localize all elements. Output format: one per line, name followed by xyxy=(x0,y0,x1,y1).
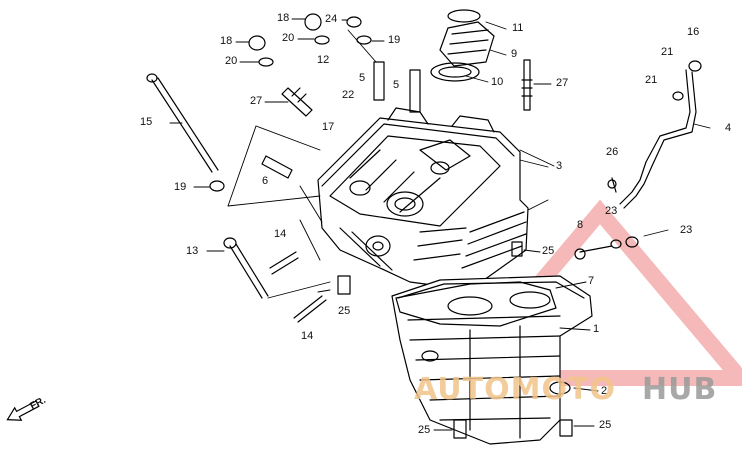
part-label-27-b: 27 xyxy=(250,95,263,107)
dowel-25-b xyxy=(338,276,350,294)
part-label-8: 8 xyxy=(577,219,584,231)
dowel-pin-14-lower xyxy=(294,296,326,322)
watermark-text-hub: HUB xyxy=(642,372,718,407)
sleeve-6 xyxy=(262,156,292,178)
part-label-27: 27 xyxy=(556,77,569,89)
part-label-9: 9 xyxy=(511,48,518,60)
part-label-13: 13 xyxy=(186,245,199,257)
bolt-13 xyxy=(224,238,268,298)
part-label-20: 20 xyxy=(282,32,295,44)
part-label-4: 4 xyxy=(725,122,732,134)
cylinder-head xyxy=(318,108,528,290)
part-label-22: 22 xyxy=(342,89,355,101)
part-label-19: 19 xyxy=(388,34,401,46)
leader-lines xyxy=(170,19,710,430)
part-label-25-d: 25 xyxy=(599,419,612,431)
part-label-1: 1 xyxy=(593,323,600,335)
part-label-21-b: 21 xyxy=(645,74,658,86)
part-label-12: 12 xyxy=(317,54,330,66)
part-label-21: 21 xyxy=(661,46,674,58)
part-label-25: 25 xyxy=(542,245,555,257)
washer-20-a xyxy=(315,36,329,44)
cap-18-b xyxy=(249,36,265,50)
nut-24 xyxy=(347,17,361,27)
spark-plug-right xyxy=(522,60,532,110)
part-label-20-b: 20 xyxy=(225,55,238,67)
part-label-7: 7 xyxy=(588,275,595,287)
part-label-6: 6 xyxy=(262,175,269,187)
washer-20-b xyxy=(259,58,273,66)
spark-plug-left xyxy=(282,88,312,116)
cylinder-block xyxy=(392,276,592,444)
part-label-5-b: 5 xyxy=(393,79,400,91)
dowel-25-d xyxy=(560,420,572,436)
dowel-pin-14-upper xyxy=(270,252,298,274)
watermark-text-automoto: AUTOMOTO xyxy=(414,372,616,407)
washer-19-b xyxy=(210,181,224,191)
part-label-11: 11 xyxy=(512,22,524,34)
intake-pipe xyxy=(431,10,494,81)
part-label-14-b: 14 xyxy=(301,330,314,342)
part-label-18: 18 xyxy=(277,12,290,24)
bolt-8 xyxy=(575,240,621,259)
part-label-14: 14 xyxy=(274,228,287,240)
part-label-18-b: 18 xyxy=(220,35,233,47)
part-label-5-a: 5 xyxy=(359,72,366,84)
part-label-15: 15 xyxy=(140,116,153,128)
part-label-23: 23 xyxy=(605,205,618,217)
part-label-19-b: 19 xyxy=(174,181,187,193)
part-label-23-b: 23 xyxy=(680,224,693,236)
part-label-2: 2 xyxy=(601,385,608,397)
bolt-5-a xyxy=(374,62,384,100)
dowel-25-c xyxy=(454,420,466,438)
front-direction-arrow xyxy=(4,397,41,425)
bolt-26 xyxy=(608,178,616,192)
bolt-5-b xyxy=(410,70,420,112)
cap-18-a xyxy=(305,14,321,30)
part-label-3: 3 xyxy=(556,160,563,172)
watermark-logo: AUTOMOTO HUB xyxy=(414,372,734,412)
part-label-25-b: 25 xyxy=(338,305,351,317)
dowel-25-a xyxy=(512,242,522,256)
washer-23 xyxy=(626,237,638,247)
part-label-26: 26 xyxy=(606,146,619,158)
part-label-25-c: 25 xyxy=(418,424,431,436)
head-gasket xyxy=(396,282,556,326)
part-label-10: 10 xyxy=(491,76,504,88)
stud-bolt-15 xyxy=(147,74,218,172)
part-label-16: 16 xyxy=(687,26,700,38)
part-label-24: 24 xyxy=(325,13,338,25)
breather-tube-4 xyxy=(620,61,701,208)
part-label-17: 17 xyxy=(322,121,335,133)
